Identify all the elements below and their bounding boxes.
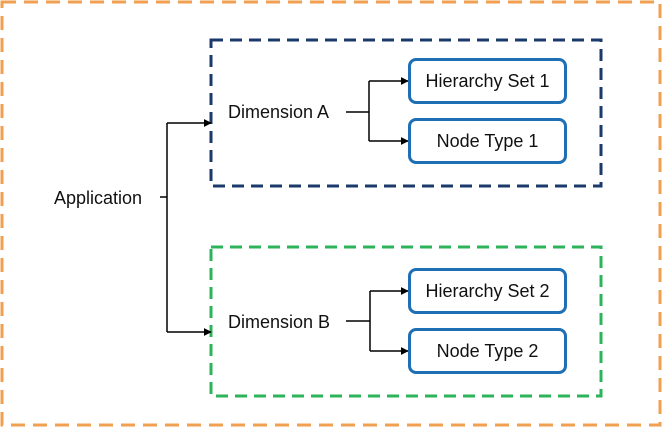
application-connectors bbox=[160, 119, 212, 336]
hierarchy-set-1-label: Hierarchy Set 1 bbox=[425, 70, 550, 91]
dimension-b-container bbox=[209, 245, 603, 398]
node-type-1-label: Node Type 1 bbox=[436, 130, 539, 151]
dimension-a-connectors bbox=[346, 77, 409, 145]
hierarchy-set-1-node[interactable]: Hierarchy Set 1 bbox=[408, 58, 567, 104]
dimension-a-label: Dimension A bbox=[228, 102, 330, 122]
dimension-b-connectors bbox=[346, 287, 409, 355]
application-label: Application bbox=[54, 188, 143, 208]
hierarchy-set-2-node[interactable]: Hierarchy Set 2 bbox=[408, 268, 567, 314]
dimension-b-label: Dimension B bbox=[228, 312, 331, 332]
node-type-2-node[interactable]: Node Type 2 bbox=[408, 328, 567, 374]
node-type-2-label: Node Type 2 bbox=[436, 340, 539, 361]
dimension-a-container bbox=[209, 38, 603, 188]
node-type-1-node[interactable]: Node Type 1 bbox=[408, 118, 567, 164]
hierarchy-set-2-label: Hierarchy Set 2 bbox=[425, 280, 550, 301]
